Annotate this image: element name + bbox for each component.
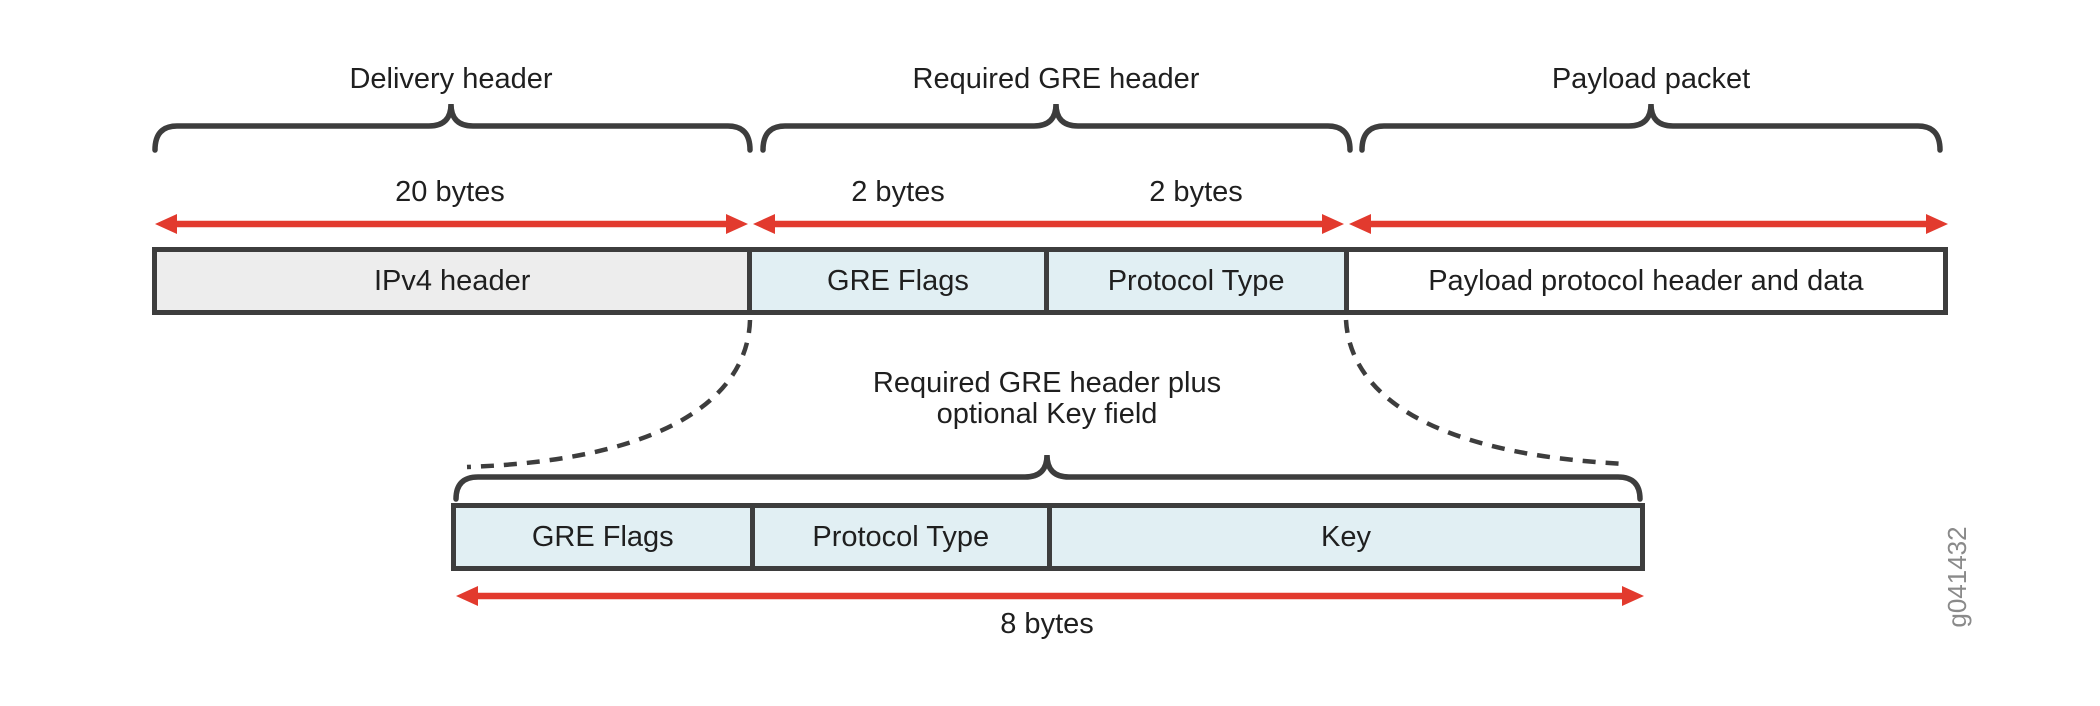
size-label-2-bytes-protocol-type: 2 bytes [1149, 176, 1243, 208]
expansion-curve-left [466, 319, 753, 470]
field-box-key: Key [1052, 508, 1640, 566]
expanded-header-note-line-2: optional Key field [936, 398, 1158, 430]
field-box-label: Payload protocol header and data [1428, 264, 1864, 297]
field-box-label: Key [1321, 520, 1371, 553]
field-box-ipv4-header: IPv4 header [157, 252, 748, 310]
expanded-header-note-line-1: Required GRE header plus [872, 367, 1222, 399]
field-box-protocol-type-expanded: Protocol Type [754, 508, 1048, 566]
arrow-gre-header-bytes [753, 214, 1344, 234]
expanded-gre-header-brace [453, 454, 1643, 502]
expansion-curve-right [1343, 319, 1628, 467]
payload-packet-brace [1359, 103, 1943, 153]
figure-id-watermark: g041432 [1942, 526, 1972, 628]
delivery-header-brace [152, 103, 753, 153]
field-box-label: IPv4 header [373, 264, 531, 297]
section-label-delivery-header: Delivery header [349, 63, 553, 95]
field-box-protocol-type: Protocol Type [1048, 252, 1344, 310]
field-box-payload: Payload protocol header and data [1348, 252, 1943, 310]
field-box-label: Protocol Type [812, 520, 990, 553]
field-box-label: GRE Flags [827, 264, 969, 297]
packet-field-row-bottom: GRE Flags Protocol Type Key [451, 503, 1645, 571]
arrow-20-bytes [155, 214, 748, 234]
field-box-label: Protocol Type [1107, 264, 1285, 297]
packet-field-row-top: IPv4 header GRE Flags Protocol Type Payl… [152, 247, 1948, 315]
size-label-8-bytes: 8 bytes [1000, 608, 1094, 640]
arrow-8-bytes [456, 586, 1644, 606]
field-box-gre-flags: GRE Flags [752, 252, 1044, 310]
field-box-label: GRE Flags [531, 520, 674, 553]
section-label-required-gre-header: Required GRE header [912, 63, 1200, 95]
field-box-gre-flags-expanded: GRE Flags [456, 508, 750, 566]
size-label-2-bytes-gre-flags: 2 bytes [851, 176, 945, 208]
size-label-20-bytes: 20 bytes [395, 176, 505, 208]
section-label-payload-packet: Payload packet [1551, 63, 1751, 95]
required-gre-header-brace [760, 103, 1353, 153]
arrow-payload [1349, 214, 1948, 234]
